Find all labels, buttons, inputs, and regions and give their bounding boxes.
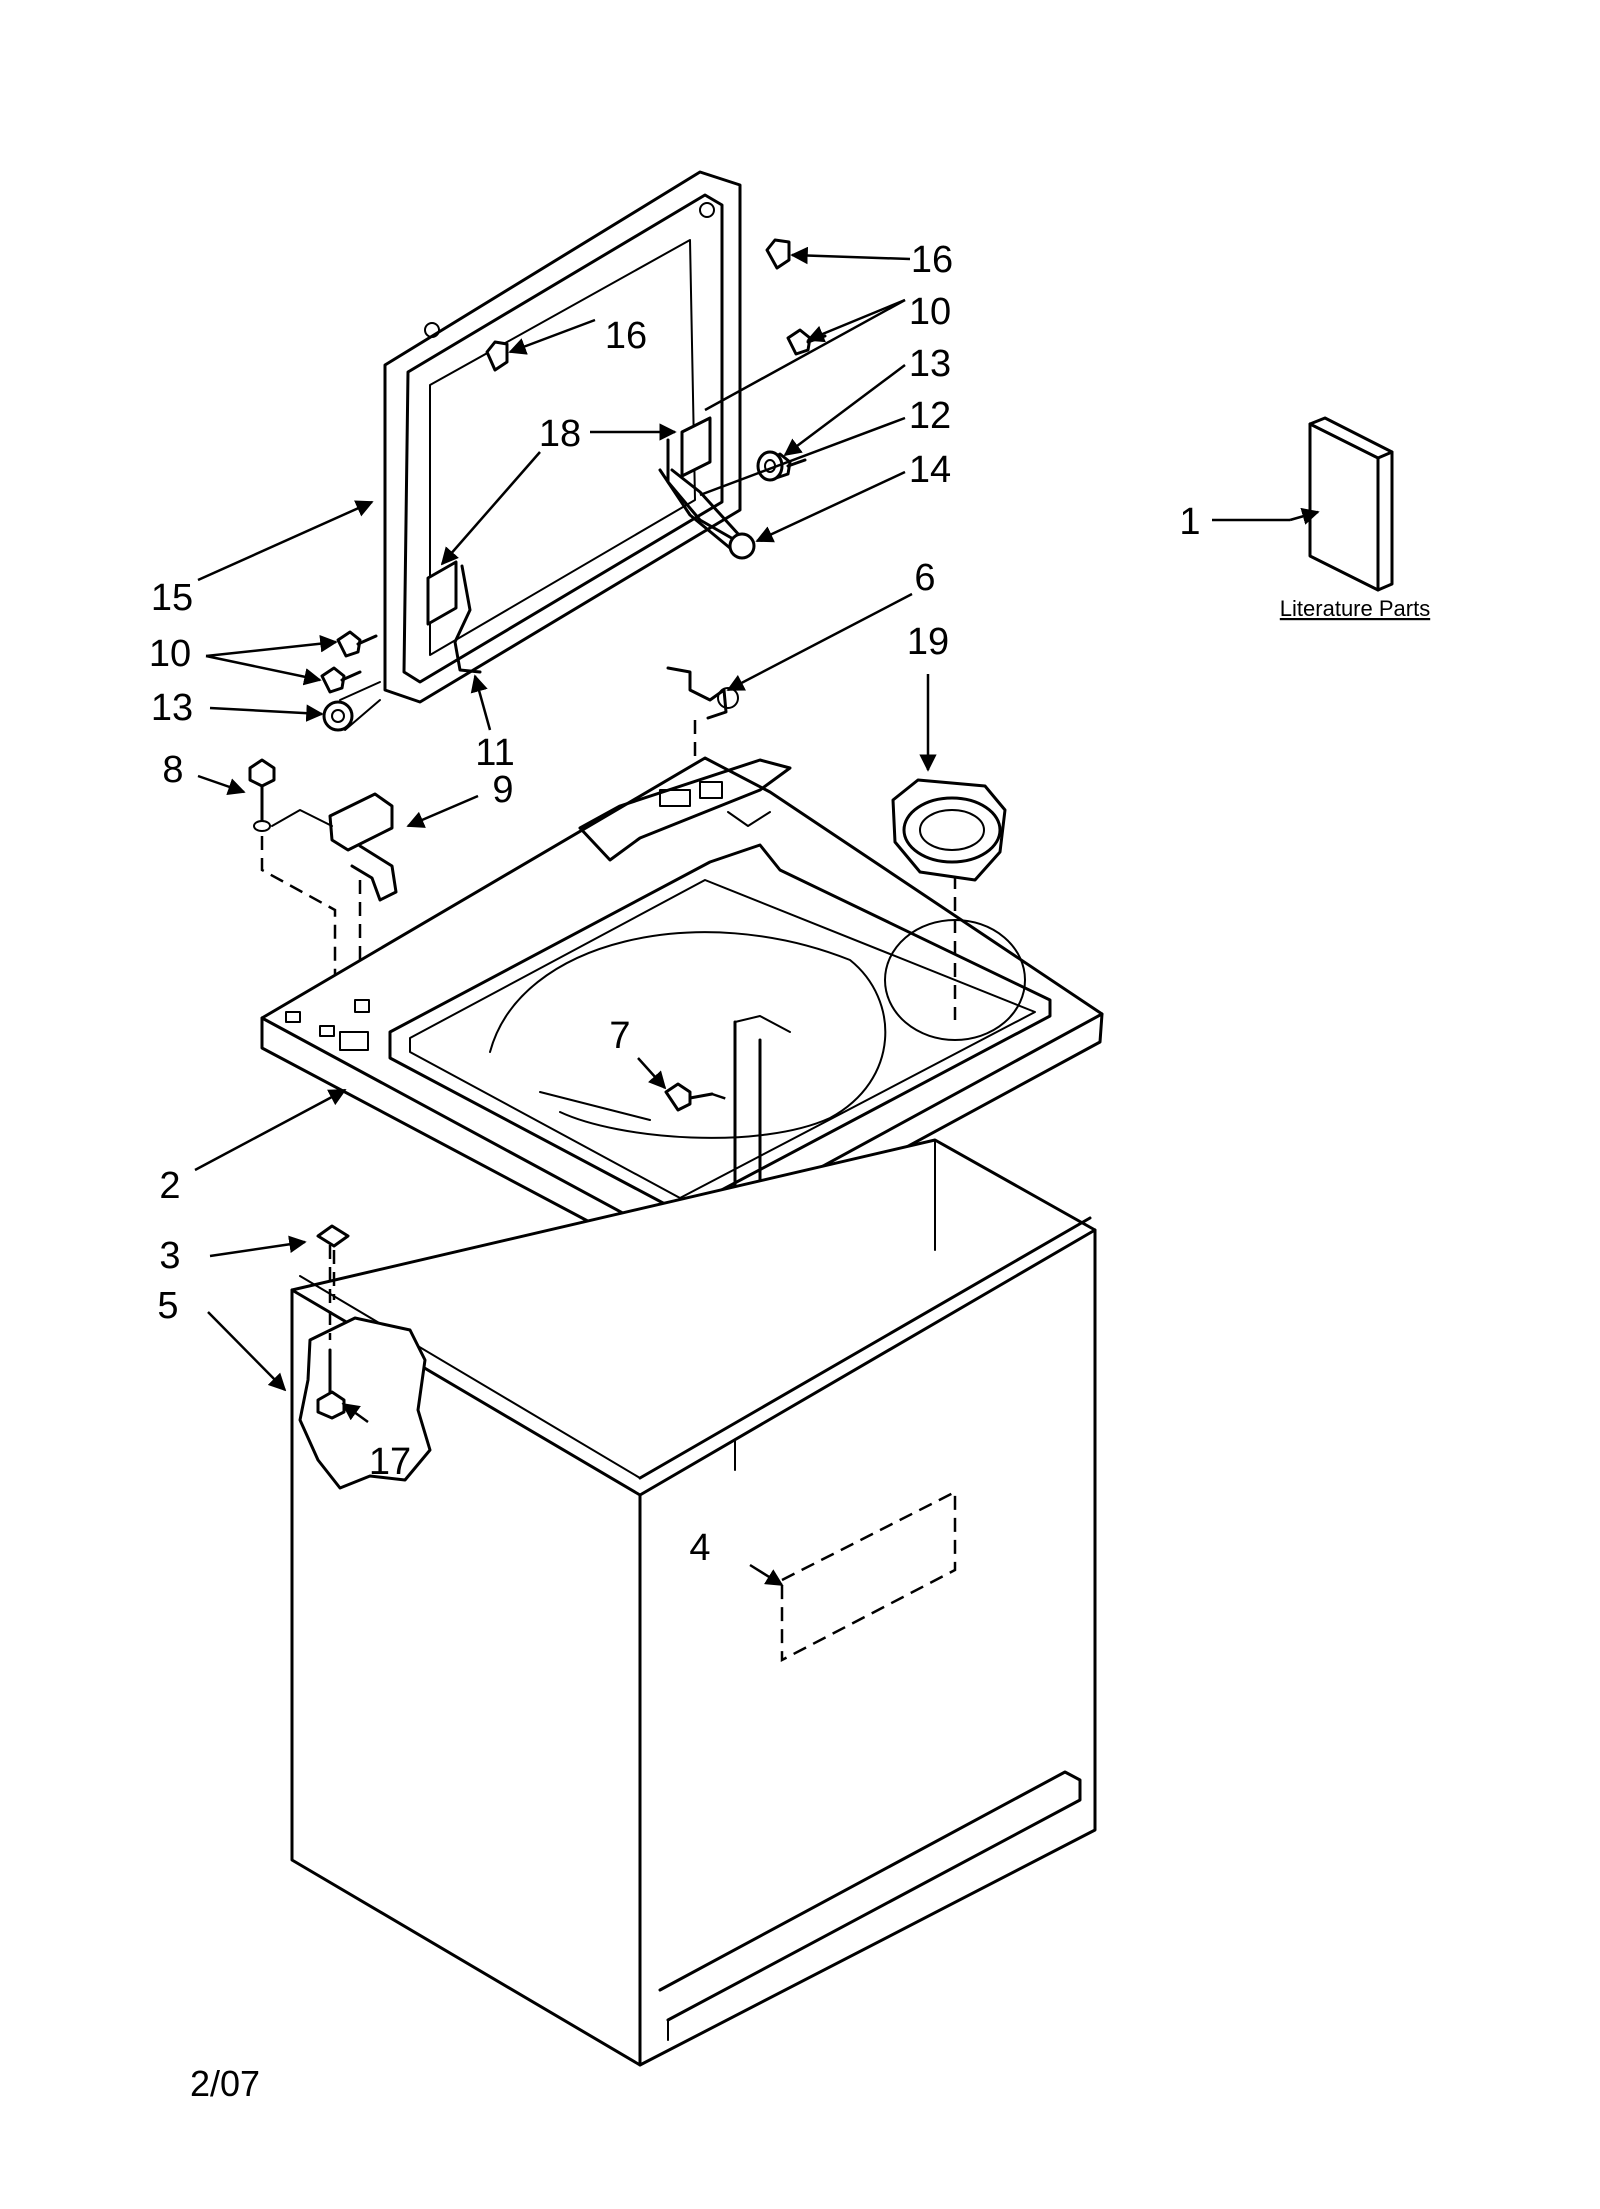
- leader-13a: [783, 364, 906, 457]
- top-panel-part: [260, 756, 1104, 1442]
- leader-11: [470, 674, 492, 731]
- cabinet-cutaway-part: [298, 1245, 432, 1490]
- clip-6-part: [666, 666, 739, 770]
- callout-3: 3: [159, 1235, 180, 1277]
- callout-1: 1: [1179, 501, 1200, 543]
- callout-8: 8: [162, 749, 183, 791]
- leader-6: [726, 592, 913, 692]
- callout-4: 4: [689, 1527, 710, 1569]
- leader-18b: [440, 451, 541, 566]
- screw-7-part: [664, 1082, 731, 1112]
- cabinet-part: [290, 1138, 1097, 2067]
- callout-18: 18: [539, 413, 581, 455]
- callout-11: 11: [475, 732, 514, 774]
- callout-9: 9: [492, 769, 513, 811]
- leader-5: [207, 1311, 287, 1392]
- callout-15: 15: [151, 577, 193, 619]
- label-4-outline: [780, 1489, 957, 1663]
- leader-12: [699, 416, 906, 497]
- leader-2: [194, 1088, 347, 1172]
- callout-labels: 1 2 3 4 5 6 7 8 9 10 10 11 12 13 13 14 1…: [149, 239, 1201, 1569]
- screw-8-part: [248, 758, 337, 1000]
- callout-2: 2: [159, 1165, 180, 1207]
- bleach-dispenser-19-part: [891, 778, 1007, 882]
- callout-19: 19: [907, 621, 949, 663]
- callout-12: 12: [909, 395, 951, 437]
- grommet-13-part: [322, 450, 784, 732]
- leader-9: [406, 794, 479, 828]
- leader-1: [1289, 507, 1320, 525]
- callout-16-upper: 16: [911, 239, 953, 281]
- leader-16b: [508, 318, 596, 355]
- callout-6: 6: [914, 557, 935, 599]
- leader-10d: [205, 654, 322, 686]
- callout-13-lower: 13: [151, 687, 193, 729]
- hinge-rod-part: [670, 468, 742, 538]
- callout-10-lower: 10: [149, 633, 191, 675]
- leader-10c: [205, 634, 338, 658]
- callout-13-upper: 13: [909, 343, 951, 385]
- callout-7: 7: [609, 1015, 630, 1057]
- leader-7: [637, 1057, 667, 1090]
- literature-parts-booklet: [1308, 416, 1394, 592]
- leader-13b: [209, 704, 324, 722]
- leader-lines: [194, 246, 1320, 1587]
- hinge-left-part: [426, 560, 482, 674]
- lid-part: [383, 170, 742, 704]
- leader-10a: [806, 298, 906, 343]
- bushing-14-part: [728, 532, 756, 560]
- leader-16a: [790, 246, 911, 265]
- leader-17: [341, 1402, 369, 1424]
- clip-3-part: [316, 1224, 350, 1300]
- literature-parts-label: Literature Parts: [1280, 596, 1430, 621]
- leader-15: [197, 500, 374, 582]
- callout-5: 5: [157, 1285, 178, 1327]
- leader-8: [197, 774, 246, 796]
- callout-14: 14: [909, 449, 951, 491]
- callout-17: 17: [369, 1441, 411, 1483]
- leader-10b: [704, 298, 906, 412]
- callout-10-upper: 10: [909, 291, 951, 333]
- date-code: 2/07: [190, 2063, 260, 2104]
- lid-switch-9-part: [271, 792, 398, 992]
- leader-14: [755, 470, 906, 543]
- leader-3: [209, 1235, 307, 1258]
- hinge-right-part: [658, 416, 737, 550]
- callout-16-lower: 16: [605, 315, 647, 357]
- bumper-16-part: [485, 238, 791, 372]
- leader-4: [749, 1563, 784, 1587]
